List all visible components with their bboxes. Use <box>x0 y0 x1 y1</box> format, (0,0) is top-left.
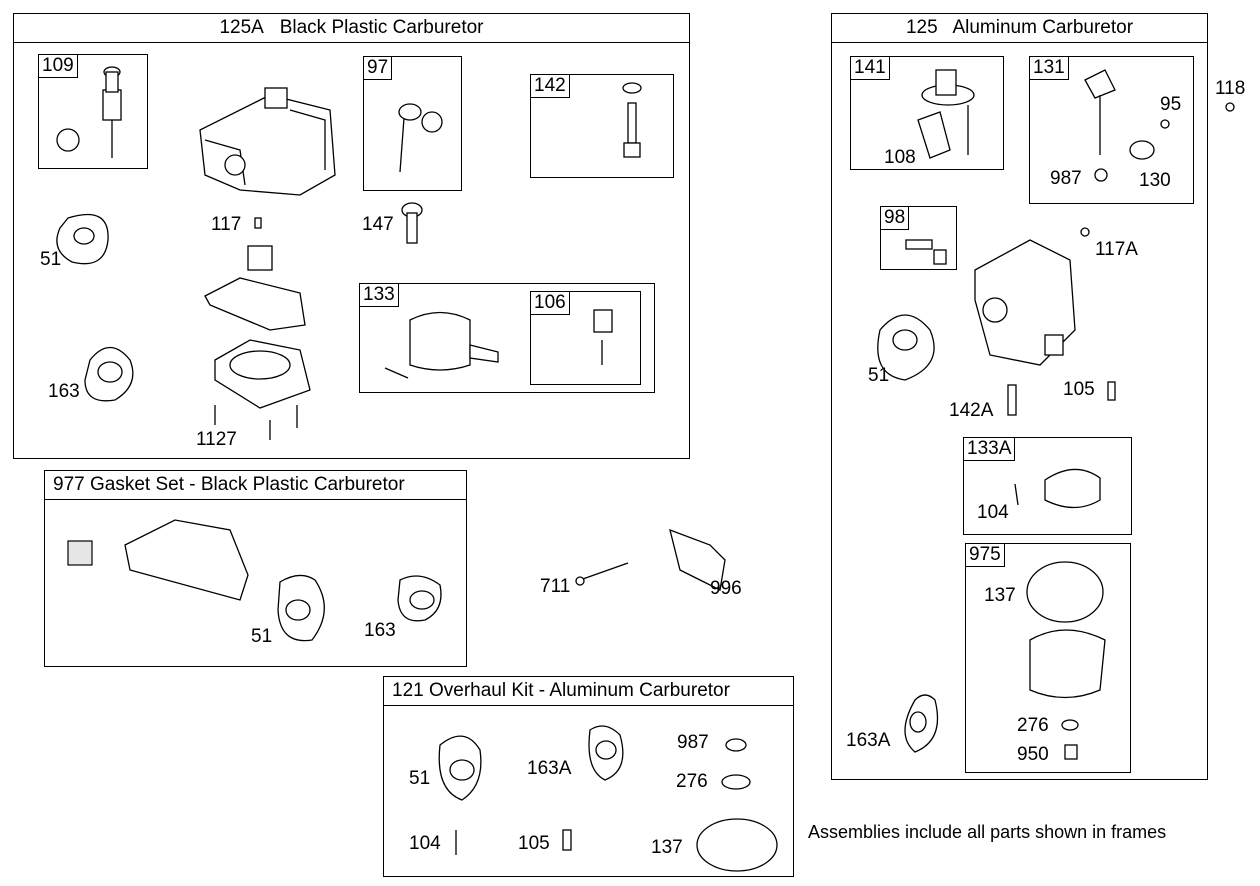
callout-996: 996 <box>710 578 742 599</box>
callout-163-gasket-set: 163 <box>364 620 396 641</box>
callout-142a: 142A <box>949 400 994 421</box>
needle-105-drawing <box>1107 381 1116 401</box>
subframe-98-label: 98 <box>880 206 910 230</box>
callout-147: 147 <box>362 214 394 235</box>
frame-125-title: Aluminum Carburetor <box>952 17 1134 38</box>
callout-118: 118 <box>1215 78 1246 99</box>
frame-977-header: 977 Gasket Set - Black Plastic Carbureto… <box>45 471 466 500</box>
screws-1127-drawing <box>214 405 298 440</box>
gasket-163-drawing <box>84 346 134 402</box>
carburetor-body-drawing <box>199 87 336 196</box>
subframe-141: 141 <box>850 56 1004 170</box>
bowl-parts-drawing <box>204 245 311 409</box>
subframe-133a-label: 133A <box>963 437 1016 461</box>
callout-51-aluminum: 51 <box>868 365 890 386</box>
callout-51-black-carb: 51 <box>40 249 62 270</box>
pin-142a-drawing <box>1007 384 1017 416</box>
callout-950: 950 <box>1017 744 1049 765</box>
subframe-131-label: 131 <box>1029 56 1069 80</box>
callout-105-aluminum: 105 <box>1063 379 1095 400</box>
callout-105-overhaul: 105 <box>518 833 550 854</box>
screw-117a-drawing <box>1080 227 1090 237</box>
callout-108: 108 <box>884 147 916 168</box>
subframe-109: 109 <box>38 54 148 169</box>
callout-104-overhaul: 104 <box>409 833 441 854</box>
callout-1127: 1127 <box>196 429 237 450</box>
subframe-975: 975 <box>965 543 1131 773</box>
callout-117a: 117A <box>1095 239 1138 260</box>
float-133-drawing <box>384 311 499 379</box>
overhaul-kit-parts-drawing <box>438 725 778 872</box>
callout-130: 130 <box>1139 170 1171 191</box>
frame-125a-number: 125A <box>219 17 264 38</box>
bolt-711-drawing <box>575 562 629 586</box>
aluminum-carb-body-drawing <box>974 239 1076 366</box>
subframe-133-label: 133 <box>359 283 399 307</box>
subframe-975-label: 975 <box>965 543 1005 567</box>
frame-121-header: 121 Overhaul Kit - Aluminum Carburetor <box>384 677 793 706</box>
subframe-133: 133 <box>359 283 655 393</box>
callout-51-gasket-set: 51 <box>251 626 273 647</box>
frame-125-number: 125 <box>905 17 938 38</box>
screw-118-drawing <box>1225 102 1235 112</box>
subframe-142: 142 <box>530 74 674 178</box>
frame-125a-title: Black Plastic Carburetor <box>279 17 484 38</box>
gasket-51-drawing <box>56 213 109 265</box>
throttle-shaft-141-drawing <box>917 69 975 159</box>
assemblies-note: Assemblies include all parts shown in fr… <box>808 822 1167 842</box>
choke-shaft-97-drawing <box>398 103 443 173</box>
frame-125-header: 125 Aluminum Carburetor <box>832 14 1207 43</box>
frame-125a-black-plastic-carburetor: 125A Black Plastic Carburetor <box>13 13 690 459</box>
subframe-106: 106 <box>530 291 641 385</box>
callout-276-overhaul: 276 <box>676 771 708 792</box>
callout-95: 95 <box>1160 94 1182 115</box>
gasket-51b-drawing <box>877 314 935 381</box>
callout-117: 117 <box>211 214 242 235</box>
subframe-97: 97 <box>363 56 462 191</box>
callout-137-overhaul: 137 <box>651 837 683 858</box>
spring-98-drawing <box>905 239 947 265</box>
pin-142-drawing <box>622 82 642 158</box>
frame-125a-header: 125A Black Plastic Carburetor <box>14 14 689 43</box>
shield-996-drawing <box>669 528 726 591</box>
callout-163-black-carb: 163 <box>48 381 80 402</box>
screw-147-drawing <box>401 202 423 244</box>
callout-276-aluminum: 276 <box>1017 715 1049 736</box>
frame-977-gasket-set: 977 Gasket Set - Black Plastic Carbureto… <box>44 470 467 667</box>
gasket-163a-drawing <box>904 694 939 753</box>
subframe-141-label: 141 <box>850 56 890 80</box>
throttle-shaft-109-drawing <box>56 66 122 158</box>
subframe-106-label: 106 <box>530 291 570 315</box>
choke-shaft-131-drawing <box>1084 69 1170 182</box>
jet-117-drawing <box>254 217 262 229</box>
callout-163a-aluminum: 163A <box>846 730 891 751</box>
float-133a-drawing <box>1014 468 1101 509</box>
callout-163a-overhaul: 163A <box>527 758 572 779</box>
callout-137-aluminum: 137 <box>984 585 1016 606</box>
callout-987-aluminum: 987 <box>1050 168 1082 189</box>
needle-106-drawing <box>593 309 613 365</box>
subframe-131: 131 <box>1029 56 1194 204</box>
frame-121-overhaul-kit: 121 Overhaul Kit - Aluminum Carburetor <box>383 676 794 877</box>
callout-711: 711 <box>540 576 571 597</box>
frame-125-aluminum-carburetor: 125 Aluminum Carburetor <box>831 13 1208 780</box>
subframe-109-label: 109 <box>38 54 78 78</box>
subframe-133a: 133A <box>963 437 1132 535</box>
subframe-98: 98 <box>880 206 957 270</box>
callout-51-overhaul: 51 <box>409 768 431 789</box>
bowl-975-drawing <box>1026 561 1106 760</box>
subframe-97-label: 97 <box>363 56 393 80</box>
subframe-142-label: 142 <box>530 74 570 98</box>
gasket-set-parts-drawing <box>67 519 442 642</box>
callout-104-aluminum: 104 <box>977 502 1009 523</box>
callout-987-overhaul: 987 <box>677 732 709 753</box>
